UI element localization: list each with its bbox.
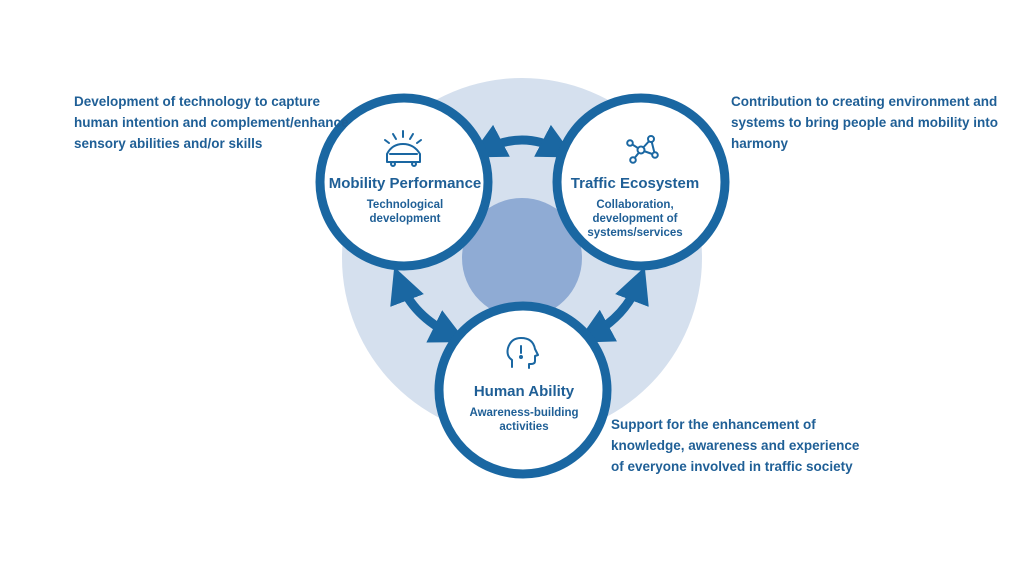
- traffic-ecosystem-subtitle-line: systems/services: [587, 227, 683, 239]
- traffic-ecosystem-description: Contribution to creating environment and…: [731, 91, 998, 154]
- human-ability-subtitle: Awareness-building activities: [445, 406, 603, 434]
- description-line: Support for the enhancement of: [611, 417, 816, 432]
- arrow-mobility-human: [390, 266, 467, 343]
- description-line: of everyone involved in traffic society: [611, 459, 853, 474]
- mobility-performance-title: Mobility Performance: [328, 175, 482, 192]
- traffic-ecosystem-subtitle-line: development of: [592, 213, 678, 225]
- arrow-traffic-human: [576, 266, 649, 343]
- mobility-performance-subtitle: Technological development: [320, 198, 490, 226]
- traffic-ecosystem-subtitle-line: Collaboration,: [596, 199, 674, 211]
- center-disc: [462, 198, 582, 318]
- mobility-performance-subtitle-line: Technological: [366, 199, 444, 211]
- human-head-icon: [506, 337, 539, 369]
- mobility-performance-subtitle-line: development: [369, 213, 441, 225]
- mobility-performance-description: Development of technology to capture hum…: [74, 91, 349, 154]
- traffic-ecosystem-subtitle: Collaboration, development of systems/se…: [560, 198, 710, 240]
- traffic-ecosystem-title: Traffic Ecosystem: [570, 175, 700, 192]
- description-line: systems to bring people and mobility int…: [731, 115, 999, 130]
- car-icon: [384, 130, 422, 167]
- description-line: harmony: [731, 136, 789, 151]
- network-icon: [626, 135, 659, 164]
- traffic-ecosystem-node: [552, 93, 730, 271]
- traffic-ecosystem-label: Traffic Ecosystem Collaboration, develop…: [560, 175, 710, 240]
- description-line: knowledge, awareness and experience: [611, 438, 860, 453]
- arrow-mobility-traffic: [469, 124, 575, 158]
- human-ability-title: Human Ability: [473, 383, 575, 400]
- human-ability-description: Support for the enhancement of knowledge…: [611, 414, 859, 477]
- human-ability-subtitle-line: activities: [499, 421, 549, 433]
- description-line: Development of technology to capture: [74, 94, 321, 109]
- mobility-performance-node: [315, 93, 493, 271]
- description-line: sensory abilities and/or skills: [74, 136, 263, 151]
- mobility-performance-label: Mobility Performance Technological devel…: [320, 175, 490, 226]
- human-ability-node: [434, 301, 612, 479]
- human-ability-subtitle-line: Awareness-building: [469, 407, 579, 419]
- description-line: human intention and complement/enhance: [74, 115, 349, 130]
- human-ability-label: Human Ability Awareness-building activit…: [445, 383, 603, 434]
- description-line: Contribution to creating environment and: [731, 94, 998, 109]
